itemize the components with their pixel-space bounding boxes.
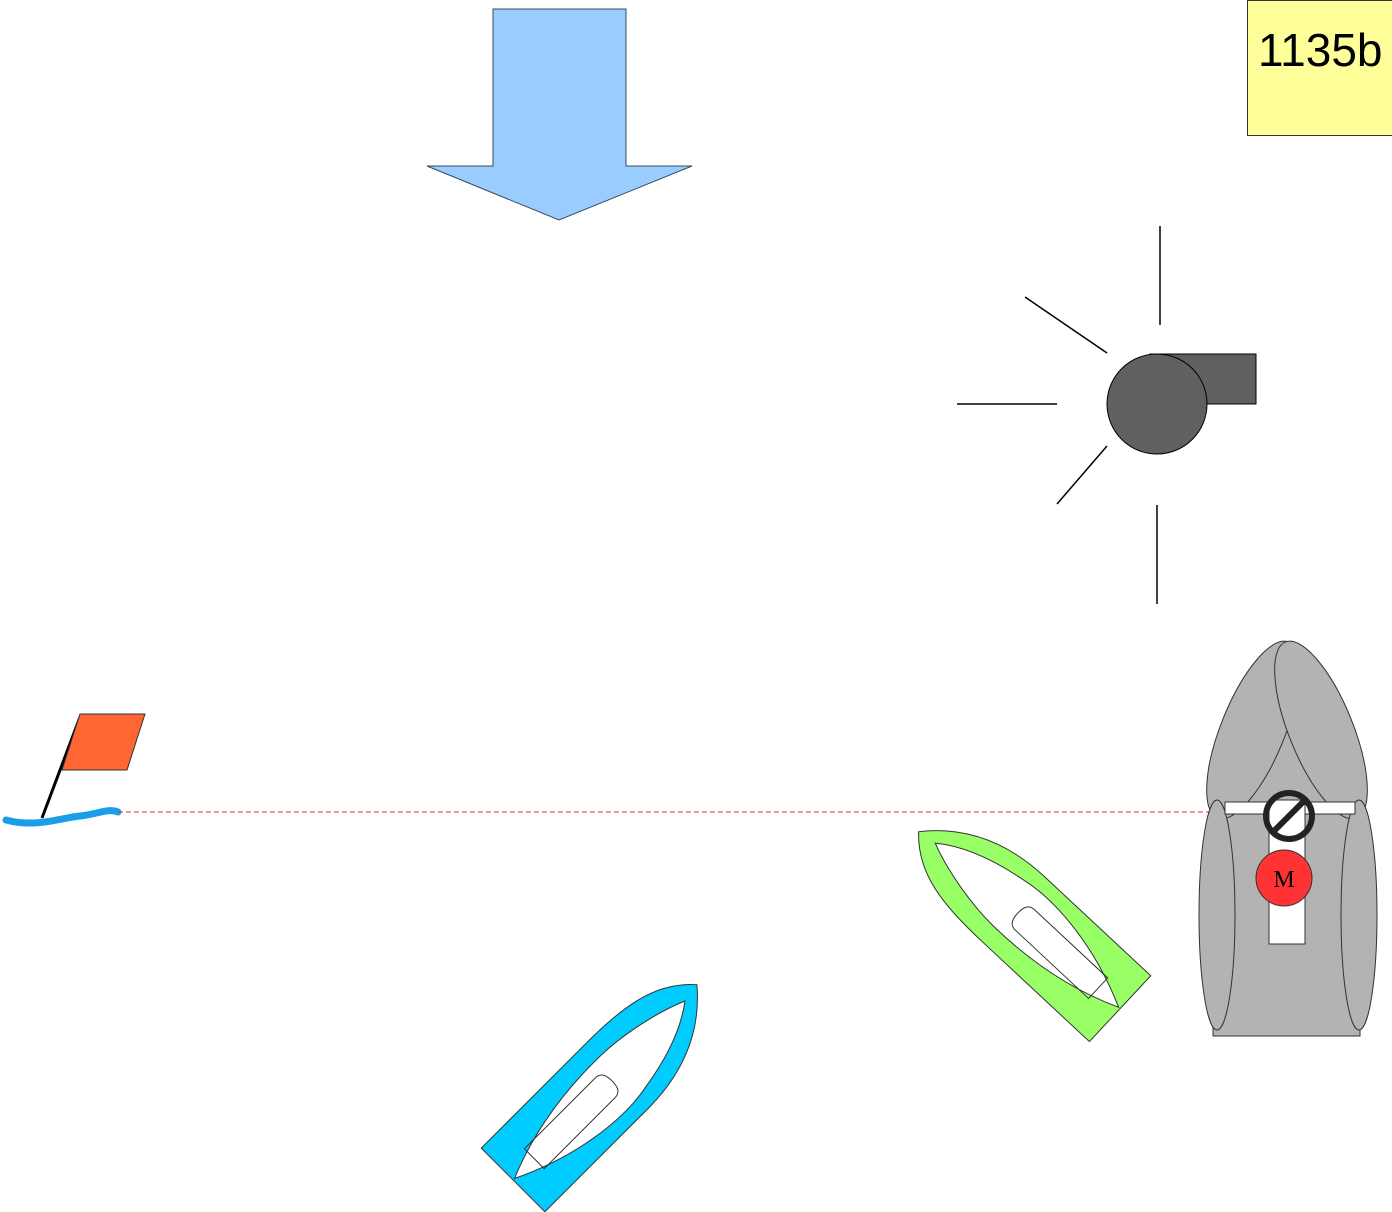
wind-arrow	[427, 9, 692, 220]
pin-end-flag	[6, 714, 145, 823]
mark-letter: M	[1273, 867, 1294, 893]
blue-boat	[481, 959, 734, 1212]
committee-boat	[1188, 630, 1387, 1036]
scenario-label-box: 1135b	[1247, 0, 1392, 136]
whistle-icon	[957, 226, 1256, 604]
green-boat	[893, 793, 1150, 1042]
scenario-label: 1135b	[1258, 23, 1383, 77]
